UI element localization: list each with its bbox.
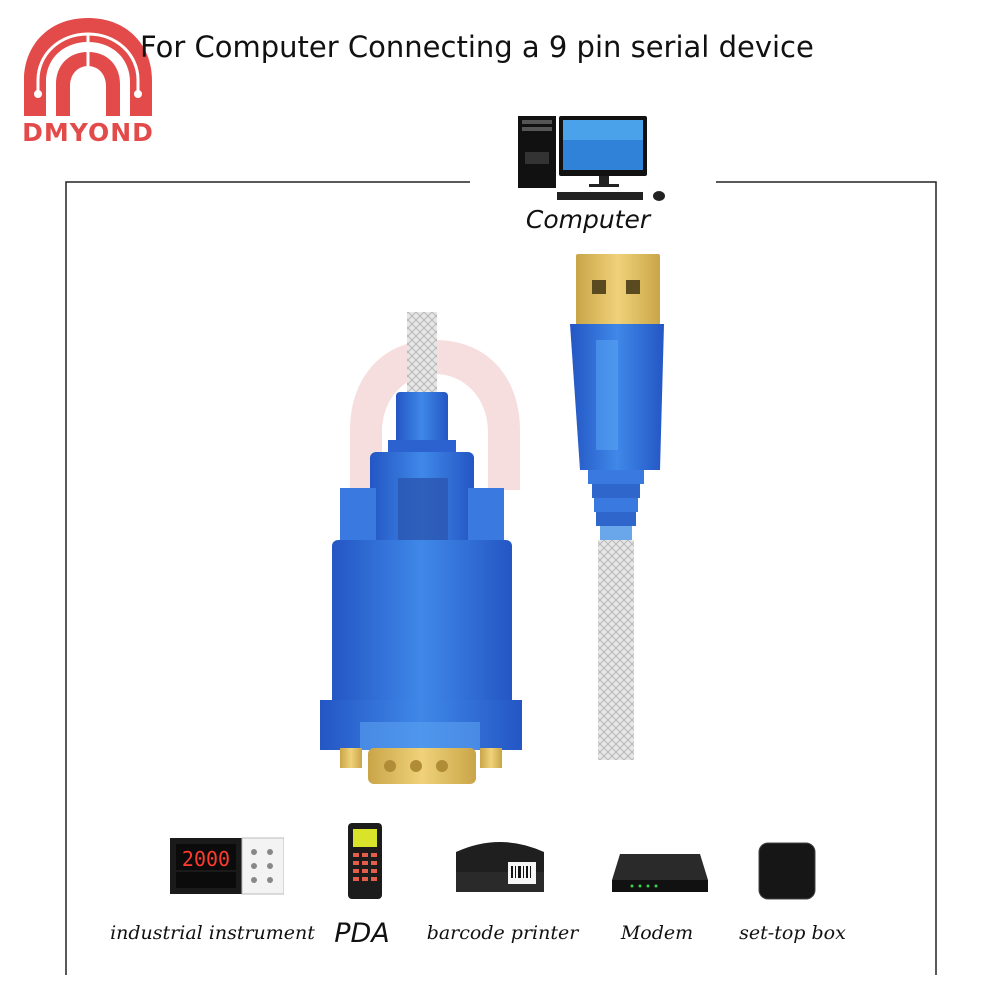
device-label-modem: Modem [620, 922, 694, 944]
device-set-top-box [758, 842, 816, 900]
device-label-pda: PDA [334, 918, 390, 949]
db9-connector [320, 392, 522, 784]
device-modem [612, 850, 708, 894]
brand-logo-icon [24, 18, 152, 116]
headline: For Computer Connecting a 9 pin serial d… [140, 30, 814, 64]
watermark-logo-icon [350, 340, 520, 490]
computer-label: Computer [525, 205, 651, 234]
db9-cable [407, 312, 437, 398]
computer [515, 112, 675, 204]
device-industrial-instrument: 2000 [170, 836, 285, 896]
device-label-barcode-printer: barcode printer [426, 922, 579, 944]
device-label-industrial-instrument: industrial instrument [110, 922, 315, 944]
desktop-computer-icon [518, 116, 665, 201]
brand-name: DMYOND [22, 118, 154, 147]
usb-a-connector [570, 254, 664, 542]
device-pda [346, 823, 384, 899]
set-top-box-icon [758, 842, 816, 900]
usb-cable [598, 540, 634, 760]
industrial-instrument-icon: 2000 [170, 837, 285, 895]
device-barcode-printer [452, 832, 548, 896]
device-label-set-top-box: set-top box [739, 922, 846, 944]
pda-icon [348, 823, 382, 899]
barcode-printer-icon [456, 842, 544, 892]
modem-icon [612, 854, 708, 892]
instrument-display: 2000 [182, 847, 230, 871]
brand-logo: DMYOND [18, 14, 158, 154]
